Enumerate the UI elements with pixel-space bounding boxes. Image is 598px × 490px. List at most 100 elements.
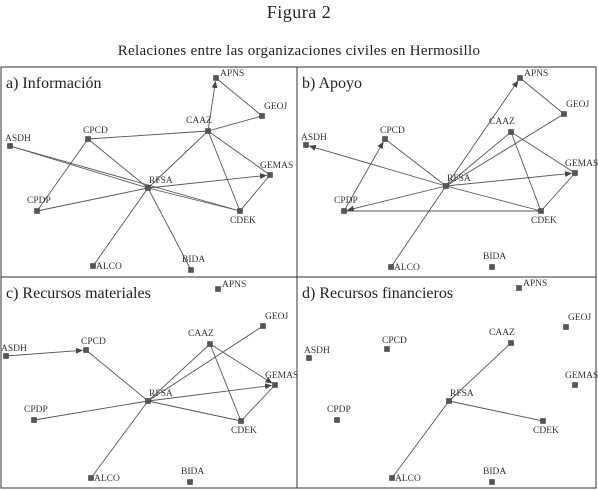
panel-frame-informacion (0, 66, 298, 278)
node-label-bida: BIDA (483, 467, 506, 477)
node-label-cpdp: CPDP (334, 196, 358, 206)
node-geoj (561, 111, 567, 117)
node-cdek (540, 418, 546, 424)
node-label-caaz: CAAZ (489, 117, 515, 127)
node-label-cpcd: CPCD (382, 336, 407, 346)
edge-apns-geoj (519, 77, 565, 115)
node-asdh (303, 142, 309, 148)
node-asdh (7, 143, 13, 149)
edge-rfsa-asdh (9, 145, 149, 189)
node-label-caaz: CAAZ (489, 328, 515, 338)
edge-rfsa-gemas (445, 171, 573, 187)
node-label-rfsa: RFSA (450, 389, 474, 399)
node-alco (90, 263, 96, 269)
node-gemas (572, 382, 578, 388)
edge-rfsa-caaz (448, 342, 512, 402)
node-label-geoj: GEOJ (265, 312, 289, 322)
edge-asdh-cpcd (5, 347, 84, 357)
node-label-bida: BIDA (483, 252, 506, 262)
node-alco (388, 264, 394, 270)
node-apns (215, 286, 221, 292)
node-alco (389, 475, 395, 481)
edge-alco-rfsa (90, 400, 149, 479)
node-label-cpdp: CPDP (27, 196, 51, 206)
edge-rfsa-caaz (147, 130, 209, 189)
node-caaz (205, 128, 211, 134)
node-geoj (563, 324, 569, 330)
node-bida (489, 479, 495, 485)
edge-caaz-apns (207, 80, 218, 132)
node-label-cdek: CDEK (230, 216, 256, 226)
node-cpdp (34, 208, 40, 214)
edge-gemas-cdek (540, 172, 576, 212)
node-label-geoj: GEOJ (264, 102, 288, 112)
node-label-apns: APNS (220, 69, 244, 79)
node-label-cpcd: CPCD (83, 126, 108, 136)
node-rfsa (446, 398, 452, 404)
panel-recursos-financieros: d) Recursos financierosAPNSGEOJASDHCPCDC… (302, 279, 598, 485)
node-rfsa (443, 183, 449, 189)
edge-caaz-cdek (209, 343, 242, 422)
node-caaz (508, 129, 514, 135)
figure-caption: Relaciones entre las organizaciones civi… (117, 43, 481, 59)
node-caaz (508, 340, 514, 346)
edge-rfsa-gemas (147, 173, 268, 189)
node-cpdp (31, 417, 37, 423)
edge-alco-rfsa (391, 400, 450, 479)
node-cdek (237, 208, 243, 214)
node-bida (187, 479, 193, 485)
edge-cpcd-rfsa (384, 138, 447, 187)
node-label-cpcd: CPCD (380, 126, 405, 136)
panel-title-recursos-materiales: c) Recursos materiales (6, 285, 151, 302)
edge-rfsa-caaz (147, 343, 211, 402)
node-label-cdek: CDEK (531, 216, 557, 226)
network-panels: a) Información APNS GEOJ ASDH CPCD CAAZ GEMAS R… (0, 66, 598, 489)
edge-rfsa-asdh (308, 144, 447, 187)
edge-rfsa-gemas (147, 383, 273, 402)
node-caaz (207, 341, 213, 347)
edge-bida-rfsa (147, 187, 192, 271)
edge-rfsa-cdek (448, 400, 544, 422)
node-apns (517, 75, 523, 81)
node-bida (489, 264, 495, 270)
node-label-alco: ALCO (94, 474, 120, 484)
node-alco (88, 475, 94, 481)
node-label-gemas: GEMAS (265, 371, 298, 381)
edge-rfsa-apns (445, 80, 519, 187)
edge-caaz-gemas (207, 130, 271, 176)
node-label-gemas: GEMAS (260, 161, 293, 171)
node-label-asdh: ASDH (304, 346, 330, 356)
node-rfsa (145, 185, 151, 191)
node-label-gemas: GEMAS (565, 159, 598, 169)
node-geoj (260, 323, 266, 329)
node-label-cpdp: CPDP (327, 405, 351, 415)
edge-rfsa-cpdp (346, 185, 447, 212)
node-cpcd (384, 346, 390, 352)
edge-geoj-caaz (207, 115, 263, 132)
node-label-geoj: GEOJ (566, 100, 590, 110)
edge-cpdp-cpcd (343, 141, 384, 212)
node-cdek (538, 208, 544, 214)
node-label-cpdp: CPDP (24, 405, 48, 415)
edge-caaz-gemas (510, 131, 576, 174)
panel-title-apoyo: b) Apoyo (302, 75, 362, 92)
edge-rfsa-geoj (147, 325, 264, 402)
node-label-caaz: CAAZ (188, 329, 214, 339)
panel-frame-recursos-financieros (296, 276, 597, 489)
edge-cpcd-caaz (87, 130, 209, 140)
node-label-apns: APNS (524, 69, 548, 79)
node-gemas (572, 170, 578, 176)
node-label-gemas: GEMAS (565, 371, 598, 381)
panel-frame-apoyo (296, 66, 597, 278)
node-label-cdek: CDEK (533, 426, 559, 436)
node-label-alco: ALCO (96, 262, 122, 272)
node-asdh (3, 353, 9, 359)
node-label-bida: BIDA (182, 255, 205, 265)
panel-informacion: a) InformaciónAPNSGEOJASDHCPCDCAAZGEMASR… (5, 69, 293, 273)
edge-rfsa-cdek (147, 187, 241, 212)
edge-geoj-rfsa (445, 113, 565, 187)
panel-apoyo: b) ApoyoAPNSGEOJASDHCPCDCAAZGEMASRFSACPD… (301, 69, 598, 273)
panel-title-informacion: a) Información (6, 75, 102, 92)
edge-cpdp-rfsa (36, 187, 149, 212)
panel-frame-recursos-materiales (0, 276, 298, 489)
